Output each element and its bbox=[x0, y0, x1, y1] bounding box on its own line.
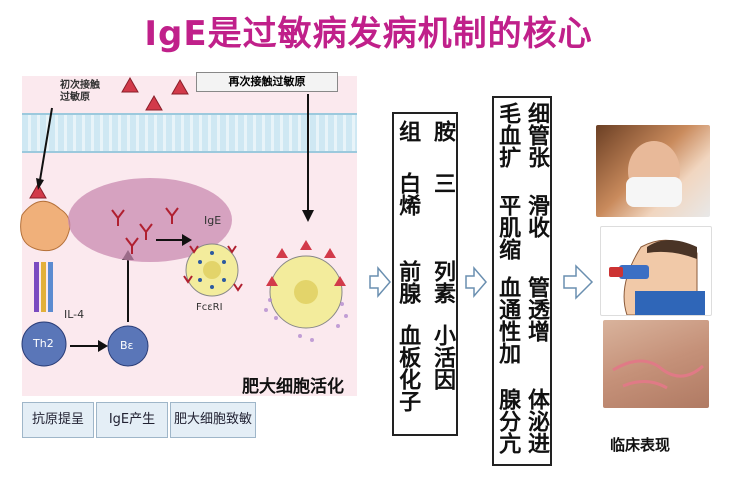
mediators-box: 胺 三 列素 小活因 组 白烯 前腺 血板化子 bbox=[392, 112, 458, 436]
ige-antibody-icons bbox=[111, 207, 179, 254]
page-title: IgE是过敏病发病机制的核心 bbox=[144, 14, 593, 54]
activated-mast-cell bbox=[264, 240, 348, 342]
antigen-presenting-cell bbox=[20, 200, 71, 252]
step-mast-sensitization: 肥大细胞致敏 bbox=[170, 402, 256, 438]
b-cell-label: Bε bbox=[120, 339, 134, 352]
mediators-right-4: 小活因 bbox=[430, 324, 455, 390]
mast-activation-label: 肥大细胞活化 bbox=[242, 377, 344, 397]
mediators-left-1: 组 bbox=[395, 120, 421, 142]
cell-membrane-band bbox=[22, 115, 357, 151]
effects-right-3: 管透增 bbox=[524, 276, 549, 342]
mediators-right-1: 胺 bbox=[430, 120, 455, 142]
skin-rash-photo bbox=[603, 320, 709, 408]
sensitized-mast-cell bbox=[183, 243, 243, 297]
effects-left-1: 毛血扩 bbox=[495, 102, 521, 168]
mediators-left-2: 白烯 bbox=[395, 172, 421, 216]
effects-left-4: 腺分亢 bbox=[495, 388, 521, 454]
il4-label: IL-4 bbox=[64, 308, 85, 321]
inhaler-photo bbox=[600, 226, 712, 316]
mediators-left-3: 前腺 bbox=[395, 260, 421, 304]
step-ige-production: IgE产生 bbox=[96, 402, 168, 438]
sneezing-photo bbox=[596, 125, 710, 217]
effects-left-2: 平肌缩 bbox=[495, 194, 521, 260]
th2-label: Th2 bbox=[33, 337, 54, 350]
mediators-right-2: 三 bbox=[430, 172, 455, 194]
mediators-left-4: 血板化子 bbox=[395, 324, 421, 412]
effects-box: 细管张 滑收 管透增 体泌进 毛血扩 平肌缩 血通性加 腺分亢 bbox=[492, 96, 552, 466]
receptor-label: FcεRⅠ bbox=[196, 302, 223, 313]
membrane-edge-bottom bbox=[22, 151, 357, 153]
effects-right-4: 体泌进 bbox=[524, 388, 549, 454]
effects-left-3: 血通性加 bbox=[495, 276, 521, 364]
flow-arrows bbox=[369, 264, 594, 300]
allergen-icons bbox=[29, 76, 189, 199]
effects-right-2: 滑收 bbox=[524, 194, 549, 238]
ige-label: IgE bbox=[204, 214, 222, 227]
membrane-edge-top bbox=[22, 113, 357, 115]
clinical-label: 临床表现 bbox=[610, 436, 671, 454]
repeat-contact-label: 再次接触过敏原 bbox=[196, 72, 338, 92]
effects-right-1: 细管张 bbox=[524, 102, 549, 168]
first-contact-label: 初次接触 过敏原 bbox=[60, 80, 100, 103]
step-antigen-presentation: 抗原提呈 bbox=[22, 402, 94, 438]
mediators-right-3: 列素 bbox=[430, 260, 455, 304]
